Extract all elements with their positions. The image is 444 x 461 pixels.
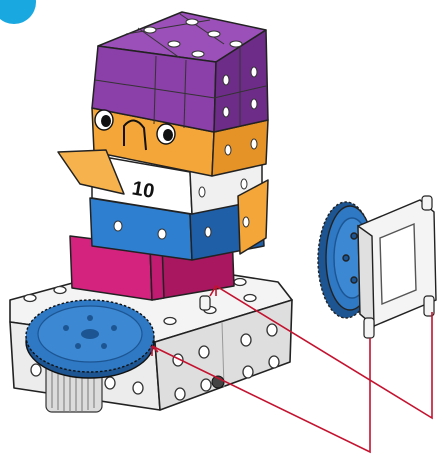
robot-number-label: 10 <box>130 177 156 203</box>
penguin-robot <box>58 12 268 300</box>
side-gear-with-frame <box>318 200 436 326</box>
large-gear <box>26 300 154 378</box>
